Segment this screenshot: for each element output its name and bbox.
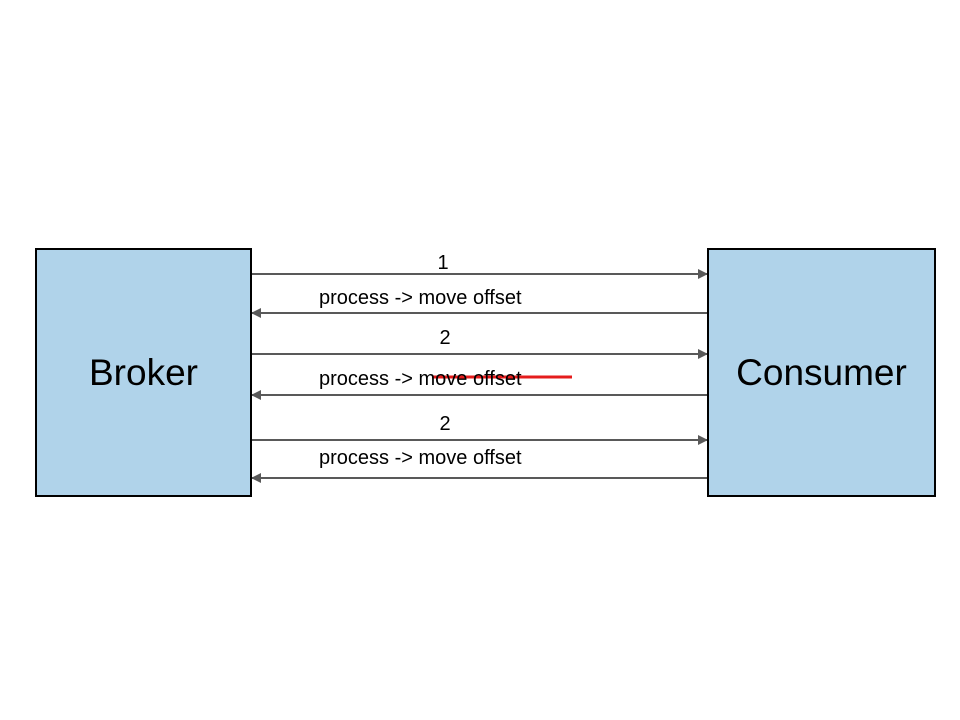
- message-label-1: 1: [437, 252, 449, 274]
- broker-label: Broker: [89, 351, 198, 393]
- ack-label-1-action: move offset: [418, 287, 522, 309]
- message-label-2: 2: [439, 327, 451, 349]
- ack-label-2: process -> move offset: [319, 368, 522, 390]
- ack-label-3-prefix: process ->: [319, 447, 419, 469]
- ack-label-1-prefix: process ->: [319, 287, 419, 309]
- ack-label-3-action: move offset: [418, 447, 522, 469]
- ack-label-3: process -> move offset: [319, 447, 522, 469]
- consumer-label: Consumer: [736, 351, 907, 393]
- ack-label-2-prefix: process ->: [319, 368, 419, 390]
- ack-label-1: process -> move offset: [319, 287, 522, 309]
- consumer-node: Consumer: [707, 248, 936, 497]
- ack-label-2-action-struck: move offset: [418, 368, 522, 390]
- message-label-3: 2: [439, 413, 451, 435]
- broker-node: Broker: [35, 248, 252, 497]
